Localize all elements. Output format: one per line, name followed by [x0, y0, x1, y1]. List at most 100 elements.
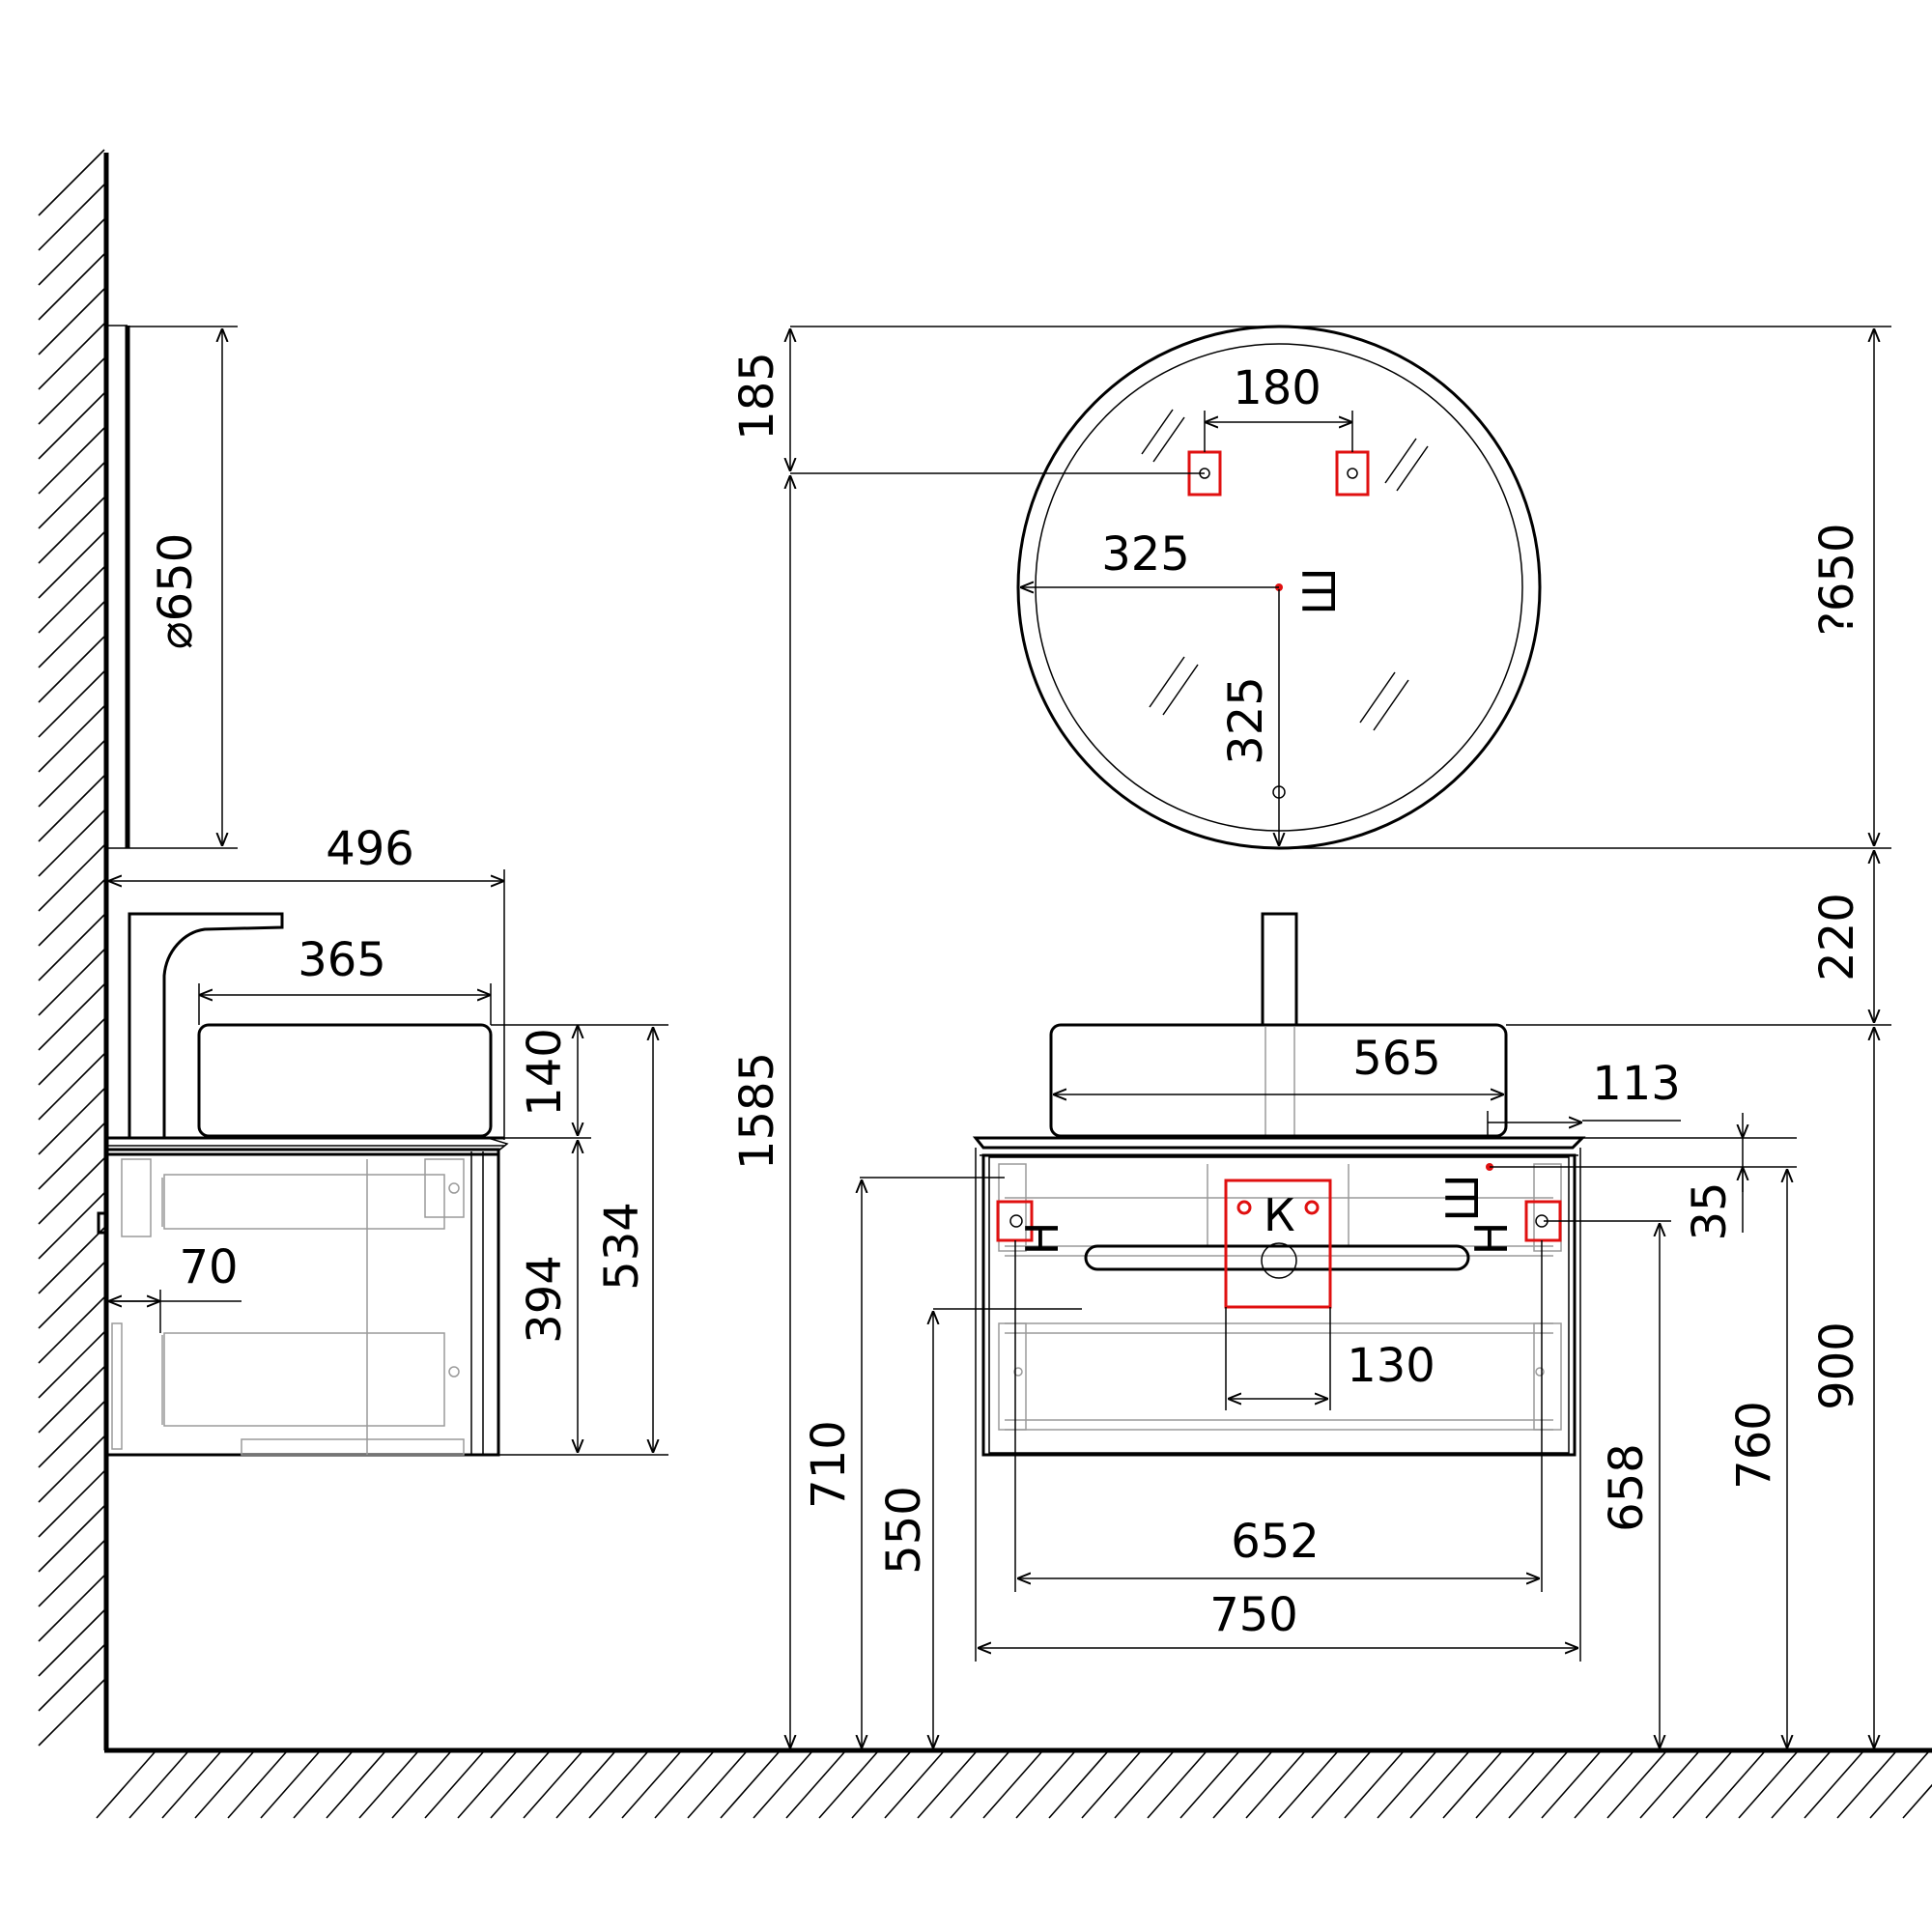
wall-hatch-line: [38, 1018, 105, 1086]
wall: [38, 149, 109, 1750]
dim-side-basin-height: 140: [518, 1028, 572, 1117]
side-faucet: [128, 912, 284, 1137]
marker-socket-cabinet: Ш: [1436, 1174, 1489, 1221]
wall-hatch-line: [38, 1192, 105, 1260]
wall-hatch-line: [38, 1540, 105, 1607]
floor-hatch-line: [1902, 1783, 1932, 1819]
wall-hatch-line: [38, 1227, 105, 1294]
floor-hatch-line: [1278, 1751, 1338, 1819]
floor-hatch-line: [1179, 1751, 1239, 1819]
mirror-mount-right: [1335, 450, 1370, 497]
wall-hatch-line: [38, 1575, 105, 1642]
wall-hatch-line: [38, 218, 105, 286]
floor-hatch-line: [1475, 1751, 1535, 1819]
wall-hatch-line: [38, 1505, 105, 1573]
wall-hatch-line: [38, 497, 105, 564]
floor-hatch-line: [96, 1751, 156, 1819]
dim-mirror-to-basin: 220: [1810, 893, 1864, 981]
floor-hatch-line: [358, 1751, 418, 1819]
wall-hatch-line: [38, 1331, 105, 1399]
front-faucet: [1261, 912, 1298, 1027]
wall-hatch-line: [38, 1122, 105, 1190]
floor-hatch-line: [982, 1751, 1042, 1819]
front-dimensions: [790, 326, 1891, 1748]
wall-hatch-line: [38, 1679, 105, 1747]
side-cabinet: [97, 1148, 500, 1457]
wall-hatch-line: [38, 1435, 105, 1503]
dim-overall-width: 750: [1209, 1588, 1298, 1642]
drawer-handle[interactable]: [1084, 1244, 1470, 1271]
dim-mount-spacing: 180: [1233, 361, 1321, 415]
floor-hatch-line: [523, 1751, 582, 1819]
floor-hatch-line: [1771, 1751, 1831, 1819]
wall-hatch-line: [38, 184, 105, 251]
floor-hatch-line: [1081, 1751, 1141, 1819]
dim-basin-top-height: 900: [1810, 1321, 1864, 1410]
floor-hatch-line: [687, 1751, 747, 1819]
wall-hatch-line: [38, 462, 105, 529]
floor-hatch-line: [1508, 1751, 1568, 1819]
floor-hatch-line: [1672, 1751, 1732, 1819]
drain-zone: [1224, 1179, 1332, 1309]
wall-hatch-line: [38, 1262, 105, 1329]
wall-hatch-line: [38, 1157, 105, 1225]
dim-side-total-height: 534: [595, 1202, 649, 1291]
wall-hatch-line: [38, 323, 105, 390]
floor-hatch-line: [260, 1751, 320, 1819]
floor-hatch-line: [1015, 1751, 1075, 1819]
wall-hatch-line: [38, 670, 105, 738]
floor-hatch-line: [1541, 1751, 1601, 1819]
dim-mirror-top-offset: 185: [730, 352, 784, 440]
floor-hatch-line: [194, 1751, 254, 1819]
floor-hatch-line: [1048, 1751, 1108, 1819]
dim-outlet-offset: 35: [1683, 1181, 1737, 1240]
wall-hatch-line: [38, 253, 105, 321]
floor-hatch-line: [1245, 1751, 1305, 1819]
floor-hatch-line: [293, 1751, 353, 1819]
floor-hatch-line: [1606, 1751, 1666, 1819]
wall-hatch-line: [38, 1053, 105, 1121]
floor-hatch-line: [1639, 1751, 1699, 1819]
wall-hatch-line: [38, 531, 105, 599]
floor-hatch-line: [621, 1751, 681, 1819]
wall-hatch-line: [38, 392, 105, 460]
marker-inlet-right: Н: [1465, 1222, 1518, 1256]
dim-mirror-diameter: ?650: [1810, 523, 1864, 636]
floor-hatch-line: [128, 1751, 188, 1819]
floor-hatch-line: [654, 1751, 714, 1819]
marker-socket-mirror: Ш: [1293, 567, 1346, 614]
wall-hatch-line: [38, 810, 105, 877]
marker-inlet-left: Н: [1016, 1222, 1068, 1256]
dim-drain-zone-width: 130: [1347, 1339, 1435, 1393]
floor-hatch-line: [1344, 1751, 1404, 1819]
floor-hatch-line: [1738, 1751, 1798, 1819]
floor-hatch-line: [1377, 1751, 1436, 1819]
side-view: [97, 325, 668, 1457]
floor: [96, 1747, 1932, 1819]
floor-hatch-line: [884, 1751, 944, 1819]
floor-hatch-line: [1114, 1751, 1174, 1819]
front-cabinet: [981, 1153, 1577, 1457]
wall-hatch-line: [38, 949, 105, 1016]
dim-inner-width: 652: [1231, 1515, 1320, 1569]
wall-hatch-line: [38, 1296, 105, 1364]
floor-hatch-line: [1147, 1751, 1207, 1819]
dim-side-total-depth: 496: [326, 822, 414, 876]
dim-basin-offset: 113: [1592, 1057, 1681, 1111]
wall-hatch-line: [38, 1088, 105, 1155]
dim-radius-vertical: 325: [1219, 676, 1273, 765]
wall-hatch-line: [38, 740, 105, 808]
floor-hatch-line: [1869, 1751, 1929, 1819]
wall-hatch-line: [38, 149, 105, 216]
floor-hatch-line: [785, 1751, 845, 1819]
dim-cabinet-top-height: 710: [802, 1420, 856, 1509]
front-basin: [1049, 1023, 1508, 1138]
floor-hatch-line: [720, 1751, 780, 1819]
side-dimensions: [108, 869, 668, 1456]
floor-hatch-line: [424, 1751, 484, 1819]
dim-side-wall-offset: 70: [179, 1240, 238, 1294]
wall-hatch-line: [38, 983, 105, 1051]
floor-hatch-line: [326, 1751, 385, 1819]
wall-hatch-line: [38, 636, 105, 703]
floor-hatch-line: [161, 1751, 221, 1819]
